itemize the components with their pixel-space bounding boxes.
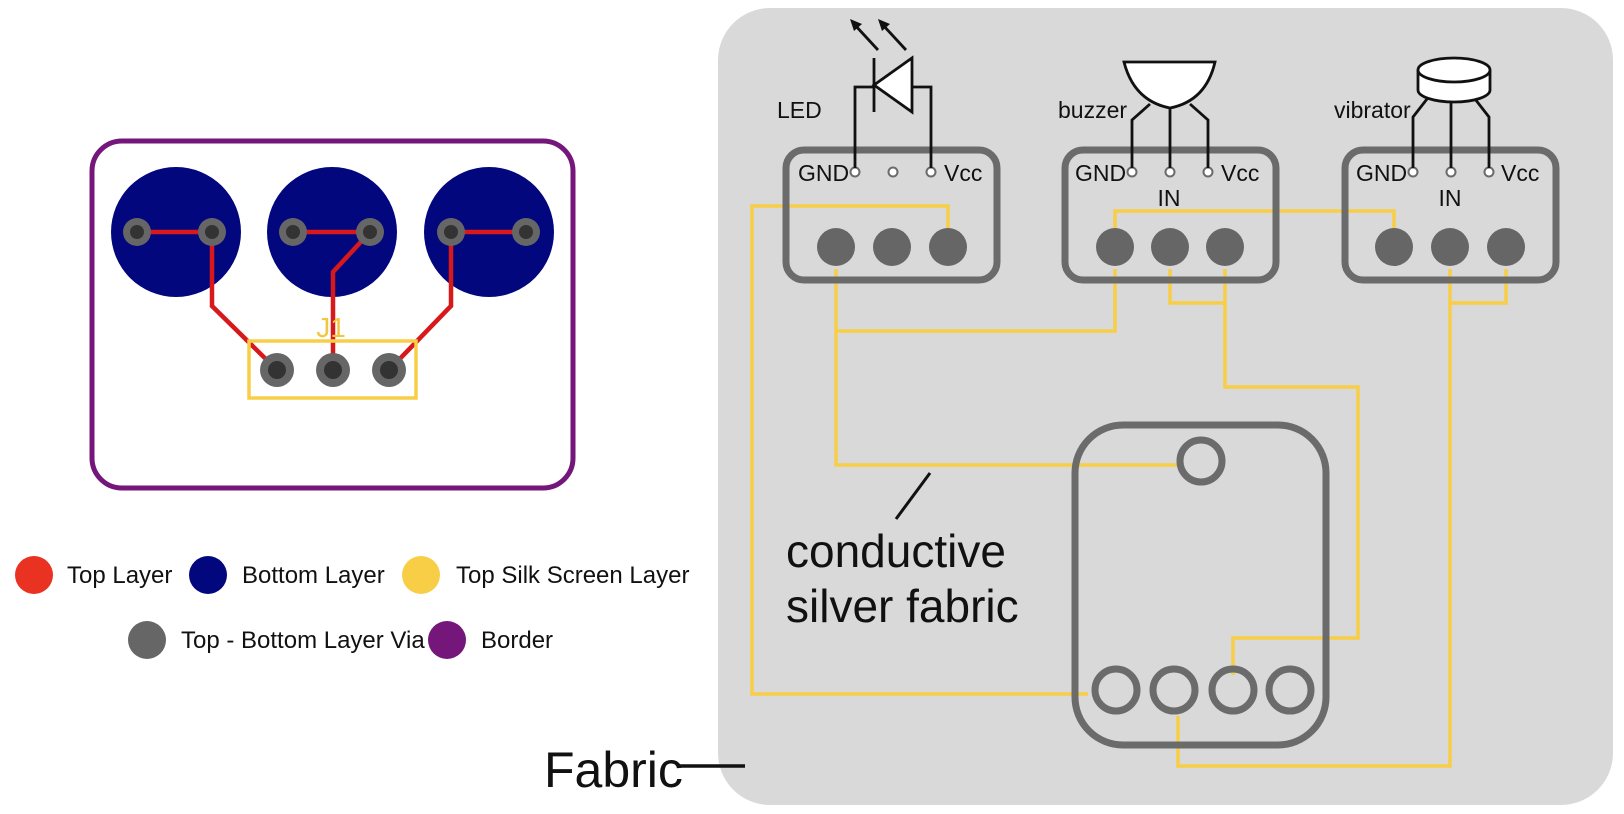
trace-vibrator-in-vcc-link [1448,269,1508,305]
buzzer-pad-vcc [1206,228,1244,266]
buzzer-symbol-icon [1122,60,1217,168]
trace-to-j1-pin2 [330,230,372,370]
led-module: GND Vcc LED [777,19,1001,284]
vibrator-pad-gnd [1375,228,1413,266]
buzzer-pin-gnd-label: GND [1075,160,1126,186]
conductor-label-line1: conductive [786,525,1006,577]
legend-label-top-layer: Top Layer [67,562,172,589]
pcb-layout: J1 [89,138,576,491]
buzzer-module: GND IN Vcc buzzer [1058,60,1280,284]
legend-label-bottom-layer: Bottom Layer [242,562,385,589]
buzzer-pad-gnd [1096,228,1134,266]
legend-swatch-silk-screen [402,556,440,594]
trace-to-j1-pin3 [387,232,454,372]
legend-swatch-via [128,621,166,659]
conductor-label-line2: silver fabric [786,580,1019,632]
fabric-callout: Fabric [544,742,745,798]
legend-label-border: Border [481,627,553,654]
led-pad-mid [873,228,911,266]
trace-buzzer-in-vcc-link [1168,269,1227,305]
buzzer-pin-vcc-label: Vcc [1221,160,1259,186]
board-pin-3 [1208,665,1258,715]
j1-pins [260,353,406,387]
trace-vibrator-to-board-pin2 [1176,303,1452,768]
vibrator-pad-vcc [1487,228,1525,266]
legend: Top Layer Bottom Layer Top Silk Screen L… [15,556,689,659]
fabric-label: Fabric [544,742,683,798]
led-symbol-icon [852,23,933,168]
legend-swatch-top-layer [15,556,53,594]
trace-buzzer-to-board-pin3 [1223,303,1360,675]
led-pin-vcc-label: Vcc [944,160,982,186]
board-top-pad [1176,436,1226,486]
j1-designator: J1 [316,312,346,343]
trace-led-vcc-to-board-pin1 [750,204,1088,696]
vibrator-module: GND IN Vcc vibrator [1334,56,1560,284]
led-light-arrow-icon [850,19,890,31]
conductor-callout-line [894,472,932,520]
led-pin-gnd-label: GND [798,160,849,186]
vibrator-motor-icon [1411,56,1492,168]
legend-swatch-bottom-layer [189,556,227,594]
vibrator-pin-gnd-label: GND [1356,160,1407,186]
led-pad-vcc [929,228,967,266]
vibrator-pad-in [1431,228,1469,266]
board-pin-2 [1149,665,1199,715]
led-name-label: LED [777,97,822,123]
board-pin-1 [1091,665,1141,715]
led-pad-gnd [817,228,855,266]
fabric-background [718,8,1613,805]
vibrator-name-label: vibrator [1334,97,1411,123]
vibrator-pin-in-label: IN [1439,185,1462,211]
legend-label-silk-screen: Top Silk Screen Layer [456,562,689,589]
trace-led-gnd-to-buzzer-gnd [836,269,1117,333]
buzzer-pin-in-label: IN [1158,185,1181,211]
legend-label-via: Top - Bottom Layer Via [181,627,425,654]
buzzer-name-label: buzzer [1058,97,1127,123]
buzzer-pad-in [1151,228,1189,266]
board-pin-4 [1265,665,1315,715]
fabric-panel: GND Vcc LED [718,8,1613,805]
conductive-traces [750,204,1508,768]
microcontroller-board [1071,421,1330,749]
pcb-vias [123,218,540,246]
j1-silk-outline [247,339,418,400]
trace-to-j1-pin1 [209,232,279,372]
vibrator-pin-vcc-label: Vcc [1501,160,1539,186]
led-module-outline [782,146,1001,284]
legend-swatch-border [428,621,466,659]
trace-led-gnd-to-board-top [834,269,1178,467]
board-outline [1071,421,1330,749]
